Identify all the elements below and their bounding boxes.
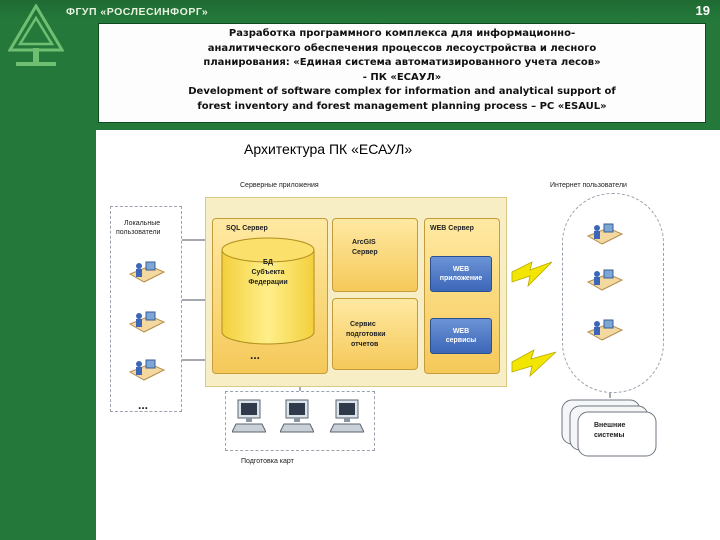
web-app-label: приложение — [439, 275, 483, 282]
web-services-label: WEB — [452, 328, 470, 335]
report-service-label: подготовки — [346, 331, 386, 338]
report-service-label: отчетов — [351, 341, 379, 348]
title-box: Разработка программного комплекса для ин… — [98, 23, 706, 123]
title-en-line: Development of software complex for info… — [188, 86, 616, 97]
title-ru-line: - ПК «ЕСАУЛ» — [362, 71, 442, 83]
pc-icon — [330, 399, 364, 433]
local-users-zone — [110, 206, 182, 412]
report-service-label: Сервис — [350, 321, 376, 328]
database-label: БД — [262, 259, 274, 266]
server-apps-label: Серверные приложения — [240, 182, 319, 189]
report-service-box — [332, 298, 418, 370]
org-name: ФГУП «РОСЛЕСИНФОРГ» — [66, 6, 209, 18]
arcgis-label: Сервер — [352, 249, 378, 256]
database-label: Федерации — [248, 279, 288, 286]
title-en-line: forest inventory and forest management p… — [197, 100, 607, 112]
external-systems-label: Внешние — [594, 422, 626, 429]
title-ru-line: планирования: «Единая система автоматизи… — [203, 57, 601, 68]
server-more-ellipsis: ... — [250, 348, 261, 362]
internet-user-icon — [586, 319, 624, 341]
diagram-title: Архитектура ПК «ЕСАУЛ» — [244, 141, 413, 157]
arcgis-label: ArcGIS — [352, 239, 376, 246]
local-users-label: пользователи — [116, 229, 161, 236]
map-preparation-zone — [225, 391, 375, 451]
user-workstation-icon — [128, 359, 166, 381]
pc-icon — [280, 399, 314, 433]
user-workstation-icon — [128, 261, 166, 283]
pc-icon — [232, 399, 266, 433]
web-app-label: WEB — [452, 266, 470, 273]
database-label: Субъекта — [251, 269, 285, 276]
page-number: 19 — [695, 3, 710, 18]
external-systems-icon — [561, 399, 657, 457]
web-app-block: WEB приложение — [430, 256, 492, 292]
internet-users-label: Интернет пользователи — [550, 182, 627, 189]
web-server-label: WEB Сервер — [430, 225, 474, 232]
arcgis-server-box — [332, 218, 418, 292]
title-ru-line: аналитического обеспечения процессов лес… — [207, 42, 597, 54]
title-ru-line: Разработка программного комплекса для ин… — [228, 28, 576, 39]
internet-user-icon — [586, 223, 624, 245]
org-logo-icon — [8, 4, 64, 66]
map-preparation-label: Подготовка карт — [241, 458, 294, 465]
external-systems-label: системы — [594, 432, 625, 439]
database-icon — [221, 237, 315, 345]
user-workstation-icon — [128, 311, 166, 333]
left-band — [0, 130, 96, 540]
local-more-ellipsis: ... — [138, 398, 149, 412]
web-services-label: сервисы — [445, 337, 477, 344]
web-services-block: WEB сервисы — [430, 318, 492, 354]
local-users-label: Локальные — [124, 220, 161, 227]
sql-server-label: SQL Сервер — [226, 225, 268, 232]
internet-users-zone — [562, 193, 664, 393]
internet-user-icon — [586, 269, 624, 291]
